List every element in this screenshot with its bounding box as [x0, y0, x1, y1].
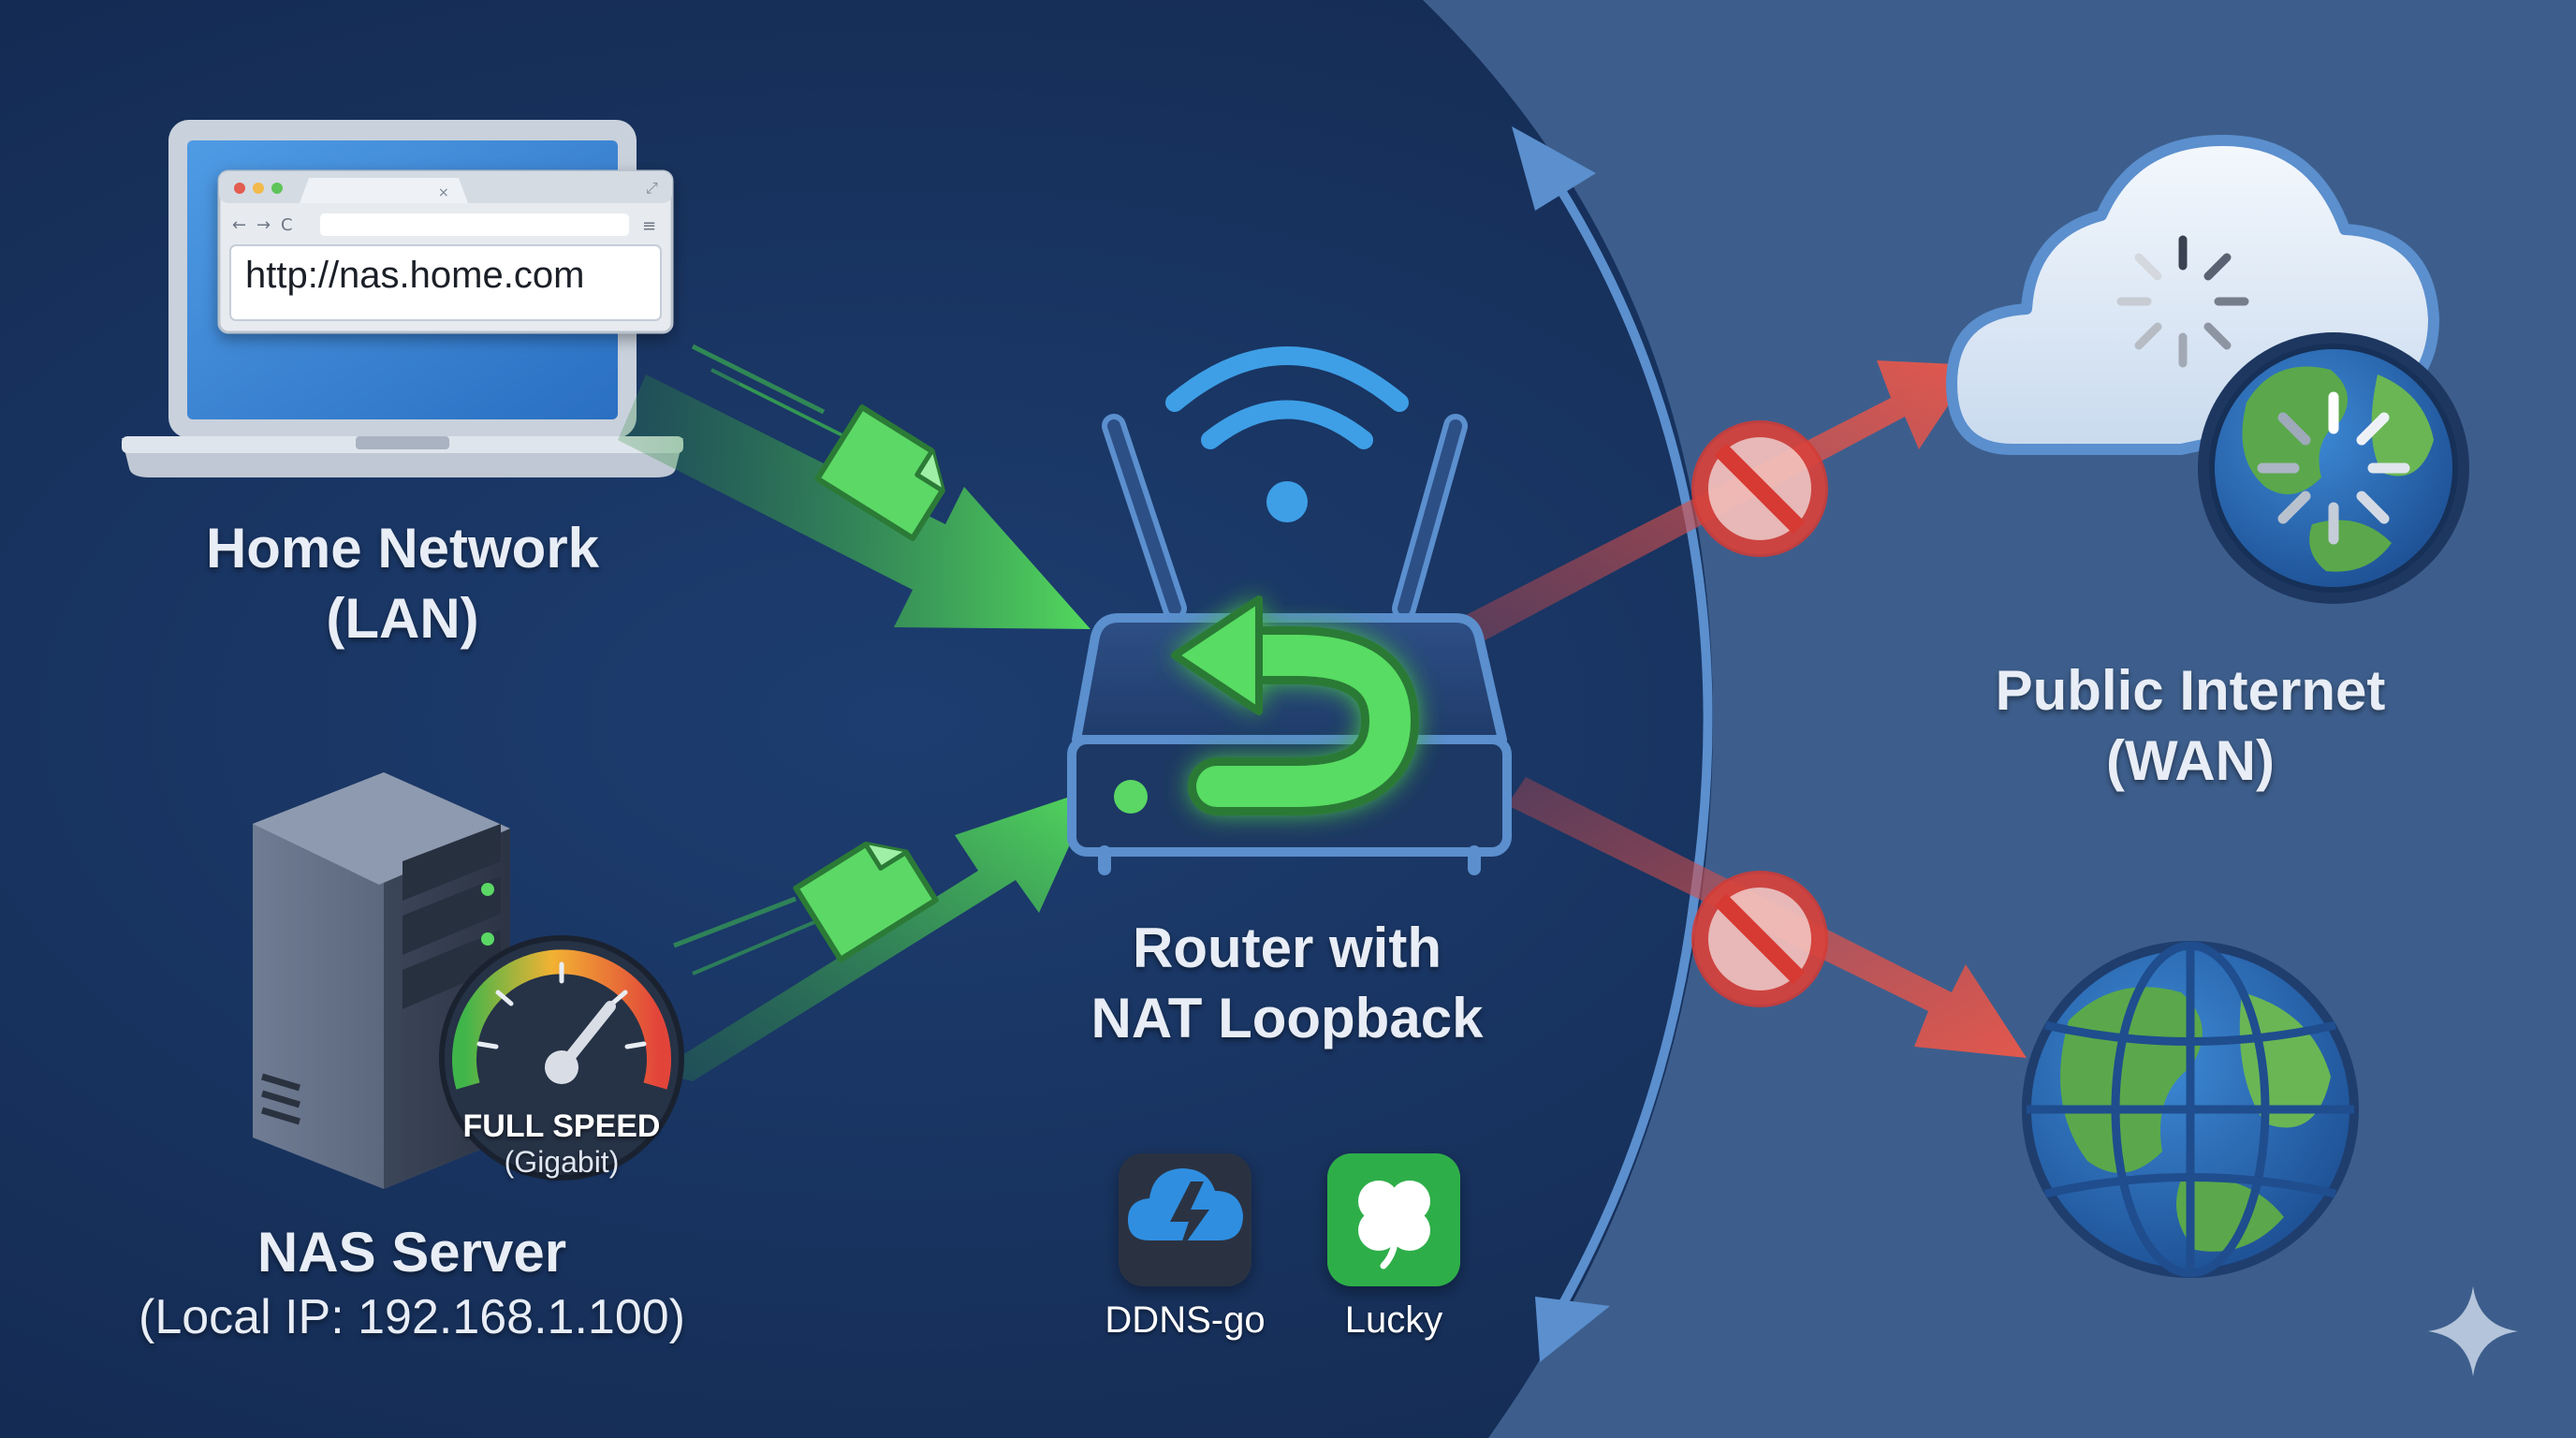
browser-window: × ⤢ ← → C ≡ [217, 169, 674, 334]
router-status-led [1114, 780, 1148, 814]
nas-title: NAS Server [256, 1221, 567, 1284]
loading-spinner-icon [2116, 235, 2249, 368]
router-icon [1067, 346, 1512, 875]
address-bar [229, 244, 662, 321]
wifi-icon [1165, 346, 1409, 522]
address-bar-url: http://nas.home.com [245, 255, 585, 296]
gauge-label: FULL SPEED [462, 1108, 661, 1144]
gauge-sublabel: (Gigabit) [504, 1145, 620, 1179]
lucky-label: Lucky [1344, 1299, 1443, 1341]
wan-label: Public Internet (WAN) [1910, 655, 2471, 796]
lan-title: Home Network [205, 517, 600, 580]
network-boundary-arc [1512, 126, 1713, 1362]
menu-icon: ≡ [642, 216, 656, 236]
ddns-go-app-icon [1119, 1153, 1251, 1286]
tab-close-icon: × [438, 185, 449, 200]
world-globe-icon [2022, 941, 2359, 1278]
blocked-icon [1691, 420, 1828, 557]
ddns-go-label: DDNS-go [1105, 1299, 1266, 1341]
loopback-arrow-icon [1171, 595, 1419, 815]
nas-label: NAS Server (Local IP: 192.168.1.100) [103, 1217, 721, 1348]
earth-globe-icon [2198, 332, 2469, 604]
lucky-app-icon [1327, 1153, 1460, 1286]
nas-led [481, 883, 494, 896]
expand-icon: ⤢ [646, 179, 658, 197]
wan-title: Public Internet [1995, 659, 2386, 722]
blocked-icon [1691, 871, 1828, 1007]
lan-subtitle: (LAN) [326, 587, 479, 650]
router-label-line1: Router with [1133, 917, 1442, 979]
reload-icon: C [281, 215, 293, 235]
nas-led [481, 932, 494, 946]
wan-subtitle: (WAN) [2106, 729, 2275, 792]
speed-gauge-icon [439, 935, 684, 1181]
nas-to-router-arrow [655, 788, 1095, 1081]
file-packet-icon [814, 404, 945, 541]
speed-gauge-label: FULL SPEED (Gigabit) [440, 1108, 683, 1180]
nas-subtitle: (Local IP: 192.168.1.100) [139, 1290, 685, 1344]
sparkle-icon [2428, 1286, 2518, 1376]
arc-arrowhead-bottom [1535, 1297, 1610, 1362]
browser-maximize-dot [271, 183, 283, 194]
browser-close-dot [234, 183, 245, 194]
router-label-line2: NAT Loopback [1090, 987, 1484, 1049]
back-icon: ← [232, 215, 246, 235]
file-packet-icon [793, 842, 939, 962]
arc-arrowhead-top [1512, 126, 1596, 211]
router-label: Router with NAT Loopback [1006, 913, 1568, 1053]
browser-minimize-dot [253, 183, 264, 194]
loading-spinner-icon [2257, 391, 2410, 545]
lan-label: Home Network (LAN) [122, 513, 683, 653]
forward-icon: → [256, 215, 271, 235]
